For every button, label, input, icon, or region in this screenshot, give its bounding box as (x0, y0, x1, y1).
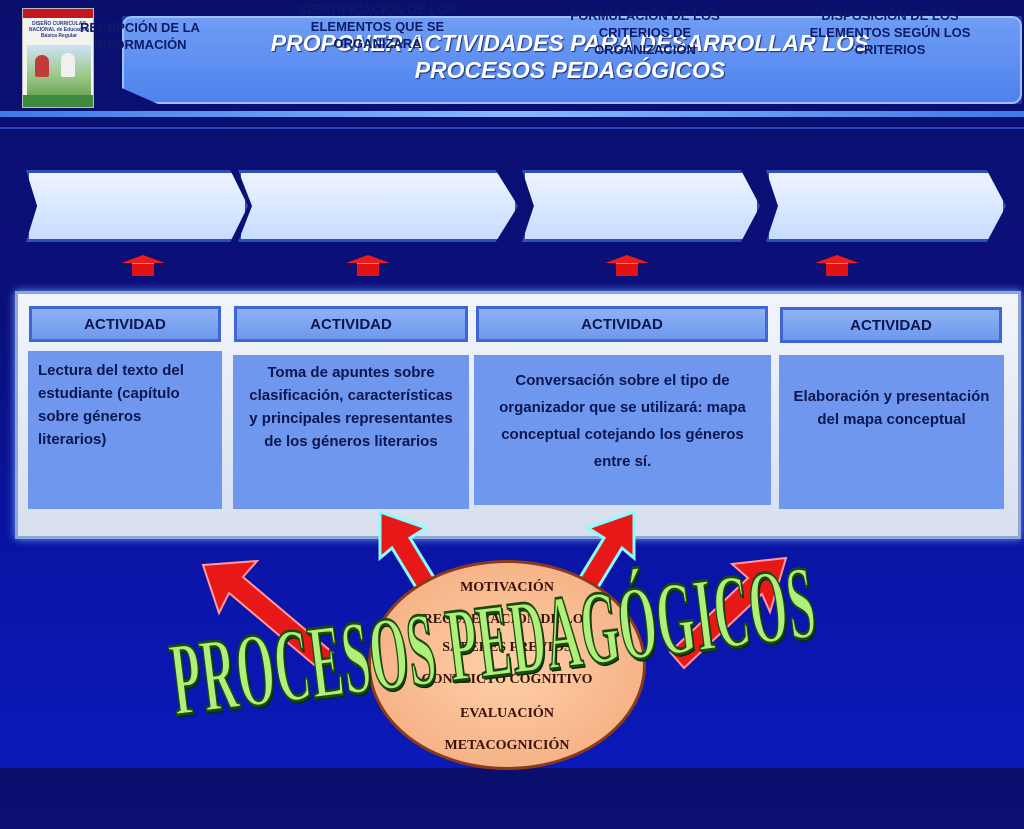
up-arrow-icon-3 (605, 255, 649, 276)
process-evaluacion: EVALUACIÓN (460, 706, 554, 721)
step-box-4 (766, 170, 1006, 242)
procesos-pedagogicos-banner: PROCESOS PEDAGÓGICOS (163, 541, 822, 738)
activity-text-4: Elaboración y presentación del mapa conc… (779, 355, 1004, 509)
process-metacognicion: METACOGNICIÓN (444, 738, 570, 753)
activity-heading-1: ACTIVIDAD (29, 306, 221, 342)
cover-top-bar (23, 9, 93, 18)
step-box-3 (522, 170, 760, 242)
activity-text-1: Lectura del texto del estudiante (capítu… (28, 351, 222, 509)
activity-heading-2: ACTIVIDAD (234, 306, 468, 342)
up-arrow-icon-1 (121, 255, 165, 276)
step-label-1: RECEPCIÓN DE LA INFORMACIÓN (80, 20, 200, 52)
header-divider-thin (0, 127, 1024, 129)
activity-heading-3: ACTIVIDAD (476, 306, 768, 342)
header-divider (0, 111, 1024, 117)
title-line-2: PROCESOS PEDAGÓGICOS (414, 57, 726, 83)
step-label-4: DISPOSICIÓN DE LOS ELEMENTOS SEGÚN LOS C… (809, 7, 971, 57)
process-saberes: SABERES PREVIOS (442, 640, 572, 655)
activity-text-2: Toma de apuntes sobre clasificación, car… (233, 355, 469, 509)
up-arrow-icon-2 (346, 255, 390, 276)
cover-child-1 (35, 55, 49, 77)
up-arrow-icon-4 (815, 255, 859, 276)
processes-ellipse (368, 560, 646, 770)
process-motivacion: MOTIVACIÓN (460, 580, 554, 595)
page-title: PROPONER ACTIVIDADES PARA DESARROLLAR LO… (122, 30, 1018, 84)
cover-text: DISEÑO CURRICULAR NACIONAL de Educación … (28, 21, 90, 39)
title-box (122, 16, 1022, 104)
curriculum-cover-image: DISEÑO CURRICULAR NACIONAL de Educación … (22, 8, 94, 108)
step-label-3: FORMULACIÓN DE LOS CRITERIOS DE ORGANIZA… (570, 7, 720, 57)
cover-footer (23, 95, 93, 107)
step-box-2 (238, 170, 518, 242)
red-arrow-icon-far-left (201, 559, 335, 671)
process-recuperacion: RECUPERACION DE LOS (422, 612, 592, 627)
activity-text-3: Conversación sobre el tipo de organizado… (474, 355, 771, 505)
title-line-1: PROPONER ACTIVIDADES PARA DESARROLLAR LO… (270, 30, 870, 56)
step-box-1 (26, 170, 248, 242)
process-conflicto: CONFLICTO COGNITIVO (421, 672, 593, 687)
step-label-2: IDENTIFICACIÓN DE LOS ELEMENTOS QUE SE O… (298, 1, 457, 51)
red-arrow-icon-far-right (668, 556, 788, 670)
cover-child-2 (61, 53, 75, 77)
activity-heading-4: ACTIVIDAD (780, 307, 1002, 343)
